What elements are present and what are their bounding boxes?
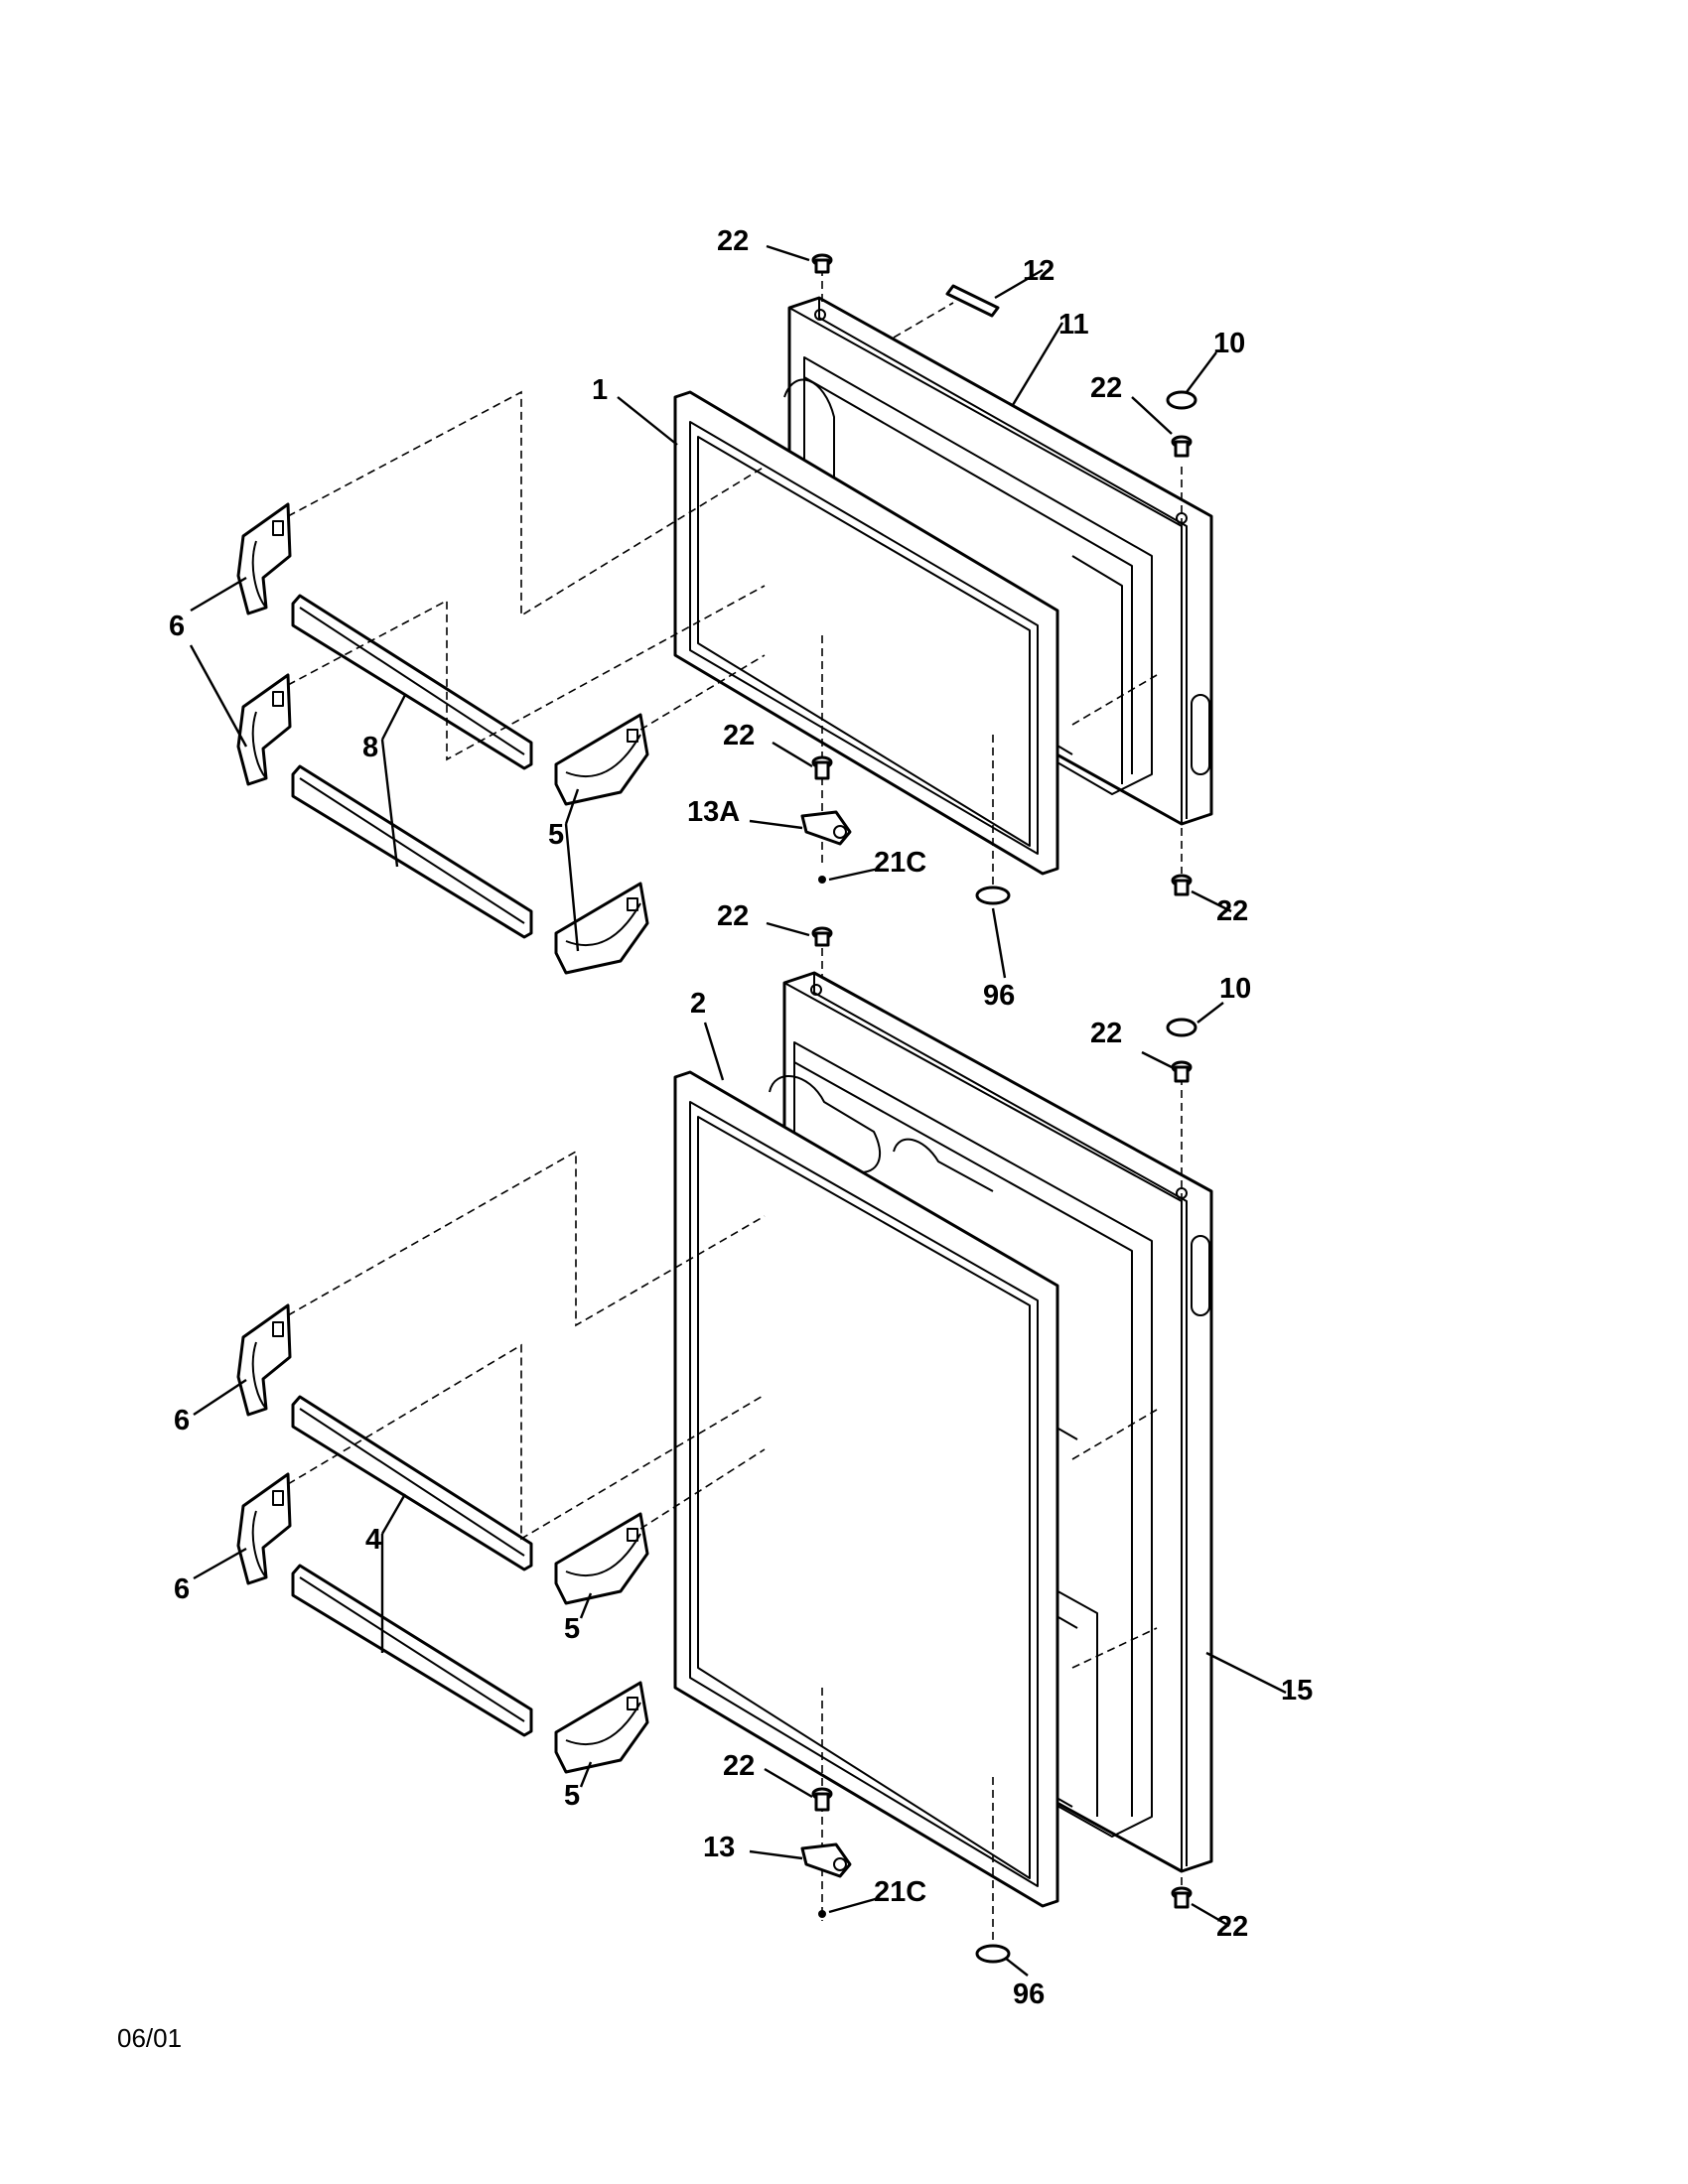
bar-end-cap-right	[554, 713, 649, 806]
screw-icon	[811, 253, 833, 274]
callout-21c: 21C	[874, 847, 926, 879]
callout-labels: 22 12 11 10 22 1 6 8 22 13A 21C 5 22 22 …	[169, 225, 1313, 2010]
callout-5: 5	[564, 1613, 580, 1645]
screw-icon	[1171, 1886, 1193, 1909]
bushing-icon	[975, 886, 1011, 905]
bushing-icon	[975, 1944, 1011, 1964]
callout-10: 10	[1213, 328, 1245, 359]
callout-22: 22	[1090, 1018, 1122, 1049]
callout-5: 5	[548, 819, 564, 851]
shelf-retainer-bar	[291, 1564, 533, 1737]
callout-22: 22	[723, 720, 755, 751]
callout-6: 6	[174, 1405, 190, 1436]
bar-end-cap-right	[554, 1681, 649, 1774]
screw-icon	[1171, 874, 1193, 896]
callout-96: 96	[983, 980, 1015, 1012]
bar-end-cap-right	[554, 882, 649, 975]
fresh-food-handle-slot	[1191, 1235, 1210, 1316]
callout-13: 13	[703, 1832, 735, 1863]
callout-22: 22	[723, 1750, 755, 1782]
bar-end-cap-left	[236, 502, 292, 615]
hole-plug-icon	[1166, 1018, 1197, 1037]
screw-icon	[811, 926, 833, 947]
shelf-retainer-bar	[291, 1395, 533, 1571]
fresh-food-door-assembly	[236, 926, 1213, 1964]
screw-icon	[811, 1787, 833, 1812]
callout-10: 10	[1219, 973, 1251, 1005]
bar-end-cap-left	[236, 1303, 292, 1417]
hinge-icon	[800, 810, 852, 846]
callout-12: 12	[1023, 255, 1055, 287]
callout-22: 22	[1090, 372, 1122, 404]
callout-22: 22	[1216, 1911, 1248, 1943]
leader-lines	[189, 244, 1287, 1977]
callout-21c: 21C	[874, 1876, 926, 1908]
callout-22: 22	[1216, 895, 1248, 927]
callout-6: 6	[169, 611, 185, 642]
callout-2: 2	[690, 988, 706, 1020]
callout-1: 1	[592, 374, 608, 406]
callout-4: 4	[365, 1524, 381, 1556]
fresh-food-door-gasket	[673, 1070, 1059, 1908]
freezer-door-assembly	[236, 253, 1213, 975]
callout-96: 96	[1013, 1979, 1045, 2010]
callout-22: 22	[717, 900, 749, 932]
hole-plug-icon	[1166, 390, 1197, 410]
shelf-retainer-bar	[291, 594, 533, 770]
callout-11: 11	[1058, 309, 1089, 341]
revision-date: 06/01	[117, 2023, 183, 2053]
bar-end-cap-left	[236, 1472, 292, 1585]
label-icon	[945, 284, 1000, 318]
bar-end-cap-right	[554, 1512, 649, 1605]
callout-22: 22	[717, 225, 749, 257]
screw-icon	[1171, 1060, 1193, 1083]
callout-13a: 13A	[687, 796, 740, 828]
freezer-door-gasket	[673, 390, 1059, 876]
callout-15: 15	[1281, 1675, 1313, 1706]
pin-icon	[818, 1910, 826, 1918]
callout-8: 8	[362, 732, 378, 763]
callout-6: 6	[174, 1573, 190, 1605]
bar-end-cap-left	[236, 673, 292, 786]
shelf-retainer-bar	[291, 764, 533, 939]
screw-icon	[1171, 435, 1193, 458]
pin-icon	[818, 876, 826, 884]
screw-icon	[811, 755, 833, 780]
hinge-icon	[800, 1843, 852, 1878]
callout-5: 5	[564, 1780, 580, 1812]
freezer-handle-slot	[1191, 694, 1210, 775]
